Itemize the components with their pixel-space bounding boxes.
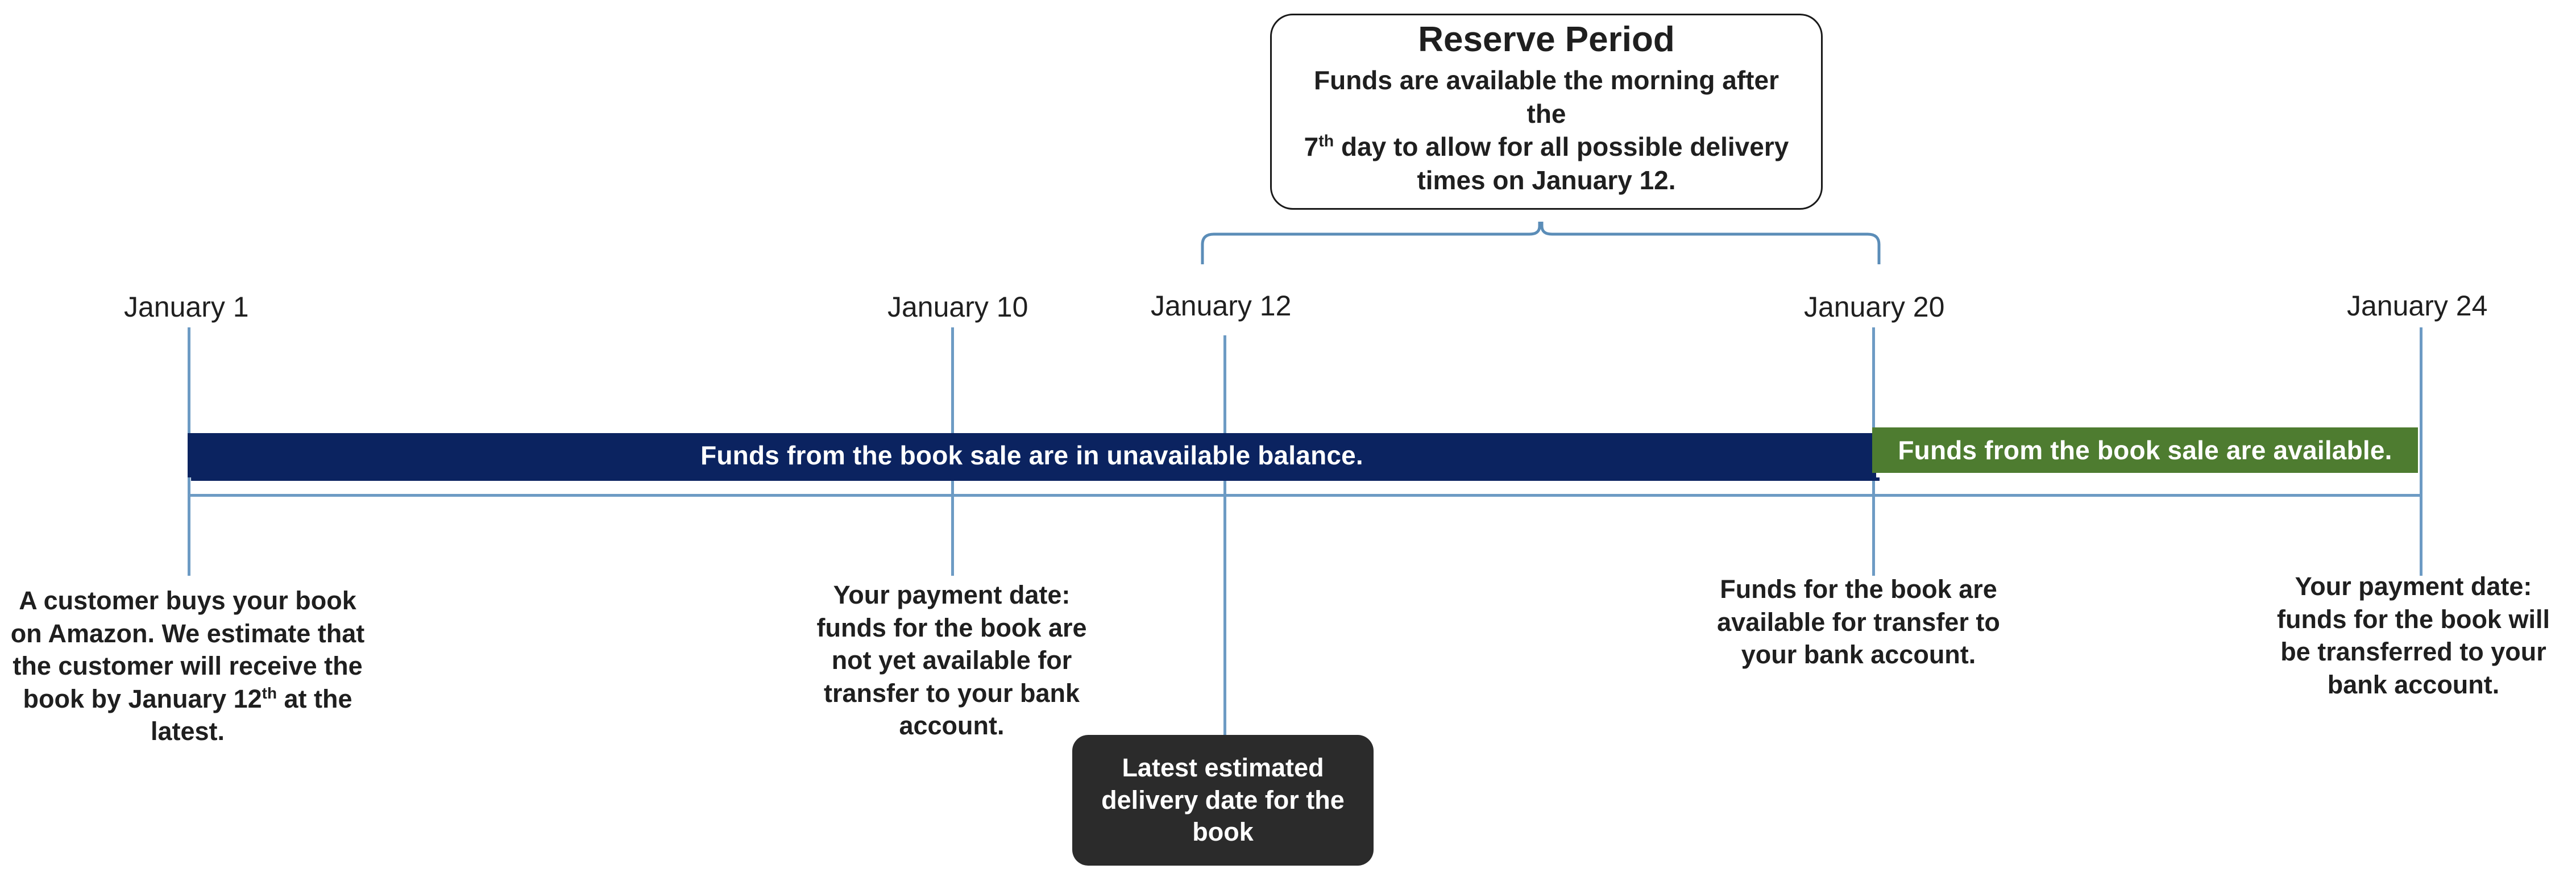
reserve-period-callout: Reserve Period Funds are available the m… xyxy=(1270,14,1823,210)
note-january-1-text: A customer buys your book on Amazon. We … xyxy=(10,586,365,713)
available-funds-label: Funds from the book sale are available. xyxy=(1898,435,2392,465)
available-funds-bar: Funds from the book sale are available. xyxy=(1872,427,2418,473)
note-january-24: Your payment date: funds for the book wi… xyxy=(2277,572,2550,699)
note-january-1-ordinal-suffix: th xyxy=(262,684,277,702)
unavailable-funds-label: Funds from the book sale are in unavaila… xyxy=(700,440,1363,470)
note-january-1-text-end: at the latest. xyxy=(150,684,352,746)
reserve-period-title: Reserve Period xyxy=(1418,19,1675,59)
reserve-period-line3: times on January 12. xyxy=(1417,165,1676,195)
reserve-period-ordinal-suffix: th xyxy=(1318,132,1334,151)
date-label-january-24: January 24 xyxy=(2347,290,2488,322)
latest-delivery-date-callout: Latest estimated delivery date for the b… xyxy=(1072,735,1374,866)
date-label-january-20: January 20 xyxy=(1804,291,1945,323)
guide-line-january-24 xyxy=(2420,327,2422,576)
note-january-20: Funds for the book are available for tra… xyxy=(1717,575,2000,670)
unavailable-funds-bar: Funds from the book sale are in unavaila… xyxy=(188,433,1876,477)
date-label-january-10: January 10 xyxy=(887,291,1028,323)
guide-line-january-12 xyxy=(1223,335,1226,736)
latest-delivery-date-text: Latest estimated delivery date for the b… xyxy=(1101,753,1345,847)
date-label-january-1: January 1 xyxy=(124,291,249,323)
reserve-period-day-number: 7 xyxy=(1304,132,1319,162)
reserve-period-body: Funds are available the morning after th… xyxy=(1295,64,1798,197)
unavailable-bar-shadow xyxy=(191,477,1880,481)
date-label-january-12: January 12 xyxy=(1151,290,1292,322)
reserve-period-line2: day to allow for all possible delivery xyxy=(1334,132,1789,162)
timeline-baseline xyxy=(188,494,2421,497)
reserve-period-bracket xyxy=(1201,222,1881,264)
note-january-10: Your payment date: funds for the book ar… xyxy=(816,580,1087,741)
reserve-period-line1: Funds are available the morning after th… xyxy=(1314,65,1779,128)
note-january-1: A customer buys your book on Amazon. We … xyxy=(6,584,370,748)
